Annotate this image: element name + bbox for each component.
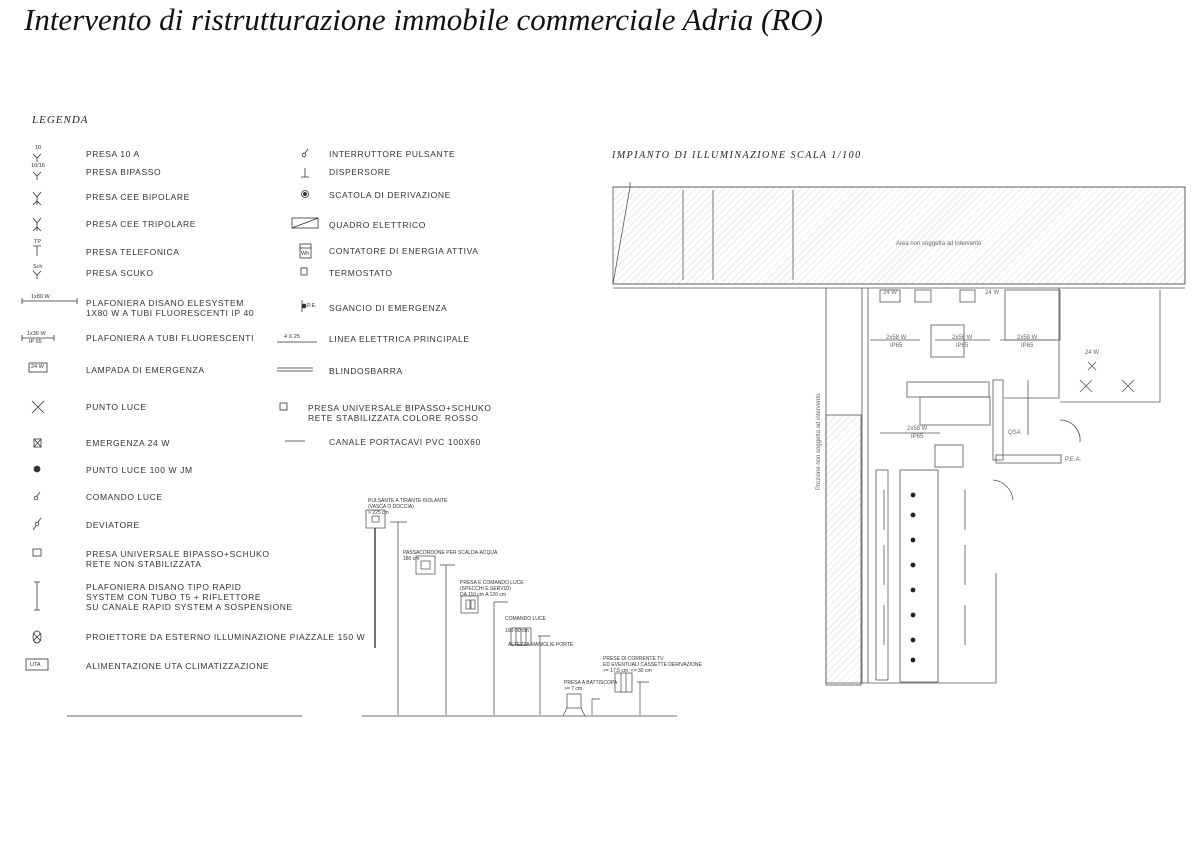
legend-item: DEVIATORE (86, 520, 140, 530)
schuko-socket-text: Sch (33, 264, 43, 270)
legend-item: PRESA UNIVERSALE BIPASSO+SCHUKO RETE NON… (86, 549, 270, 569)
legend-item: CANALE PORTACAVI PVC 100X60 (329, 437, 481, 447)
emergency-lamp-text: 24 W (31, 364, 44, 370)
elevation-label: PRESA E COMANDO LUCE (SPECCHI E SERVIZI)… (460, 580, 524, 598)
legend-item: PRESA UNIVERSALE BIPASSO+SCHUKO RETE STA… (308, 403, 492, 423)
legend-item: PLAFONIERA A TUBI FLUORESCENTI (86, 333, 255, 343)
cee-tripolar-socket-icon (32, 217, 42, 232)
emergency-label: 24 W (1085, 350, 1100, 356)
legend-item: DISPERSORE (329, 167, 391, 177)
elevation-label: PASSACORDONE PER SCALDA-ACQUA 180 cm (403, 550, 498, 562)
main-line-text: 4 X 25 (284, 334, 300, 340)
non-intervention-area (612, 186, 1186, 285)
legend-item: ALIMENTAZIONE UTA CLIMATIZZAZIONE (86, 661, 270, 671)
emergency-release-icon (301, 300, 307, 312)
pea-label: P.E.A. (1065, 457, 1082, 463)
uta-text: UTA (30, 662, 41, 668)
fixture-label: 2x58 W (952, 335, 973, 341)
side-hatch (825, 414, 862, 686)
ground-icon (301, 168, 309, 178)
schuko-socket-icon (32, 270, 42, 279)
energy-meter-icon (299, 243, 312, 259)
legend-item: PUNTO LUCE 100 W JM (86, 465, 193, 475)
fixture-ip: IP65 (890, 343, 903, 349)
electrical-panel-icon (291, 217, 319, 229)
legend-item: PRESA BIPASSO (86, 167, 162, 177)
emergency-lamp-icon (28, 362, 48, 373)
fixture-ip: IP65 (1021, 343, 1034, 349)
legend-item: PRESA 10 A (86, 149, 140, 159)
legend-item: CONTATORE DI ENERGIA ATTIVA (329, 246, 479, 256)
fixture-label: 2x58 W (1017, 335, 1038, 341)
plan-heading: IMPIANTO DI ILLUMINAZIONE SCALA 1/100 (612, 150, 862, 161)
elevation-label: PRESE DI CORRENTE TV ED EVENTUALI CASSET… (603, 656, 702, 674)
emergency-label: 24 W (883, 290, 898, 296)
deviator-icon (32, 517, 42, 531)
fixture-label: 2x58 W (886, 335, 907, 341)
fluorescent-fixture-icon (21, 335, 55, 341)
page-title: Intervento di ristrutturazione immobile … (24, 2, 823, 37)
elevation-label: PULSANTE A TIRANTE ISOLANTE (VASCA O DOC… (368, 498, 448, 516)
panel-label: QSA (1008, 430, 1021, 436)
legend-item: LINEA ELETTRICA PRINCIPALE (329, 334, 470, 344)
light-point-100w-icon (33, 465, 41, 473)
elevation-label: ALTEZZA MANIGLIE PORTE (508, 642, 574, 648)
elevation-label: COMANDO LUCE 100-90 cm (505, 616, 546, 634)
socket-bipasso-text: 10/16 (31, 163, 45, 169)
legend-item: PLAFONIERA DISANO ELESYSTEM 1X80 W A TUB… (86, 298, 255, 318)
elesystem-fixture-icon (21, 298, 78, 304)
uta-icon (25, 658, 49, 671)
rapid-fixture-icon (34, 581, 40, 611)
legend-item: PRESA SCUKO (86, 268, 154, 278)
cee-bipolar-socket-icon (32, 191, 42, 206)
fixture-label: 2x58 W (907, 426, 928, 432)
busbar-icon (277, 367, 313, 372)
emergency-24w-icon (33, 438, 42, 448)
elesystem-fixture-text: 1x80 W (31, 294, 50, 300)
floodlight-icon (32, 630, 42, 644)
legend-item: EMERGENZA 24 W (86, 438, 170, 448)
light-point-icon (31, 400, 45, 414)
energy-meter-text: Wh (301, 251, 310, 257)
legend-item: INTERRUTTORE PULSANTE (329, 149, 456, 159)
fluorescent-fixture-ip-text: IP 65 (29, 339, 42, 345)
legend-item: PLAFONIERA DISANO TIPO RAPID SYSTEM CON … (86, 582, 293, 612)
telephone-socket-icon (33, 245, 41, 256)
legend-item: COMANDO LUCE (86, 492, 163, 502)
telephone-socket-text: TP (34, 239, 42, 245)
legend-heading: LEGENDA (32, 114, 89, 126)
socket-10a-icon (32, 153, 42, 162)
legend-item: BLINDOSBARRA (329, 366, 403, 376)
socket-10a-text: 10 (35, 145, 42, 151)
legend-item: SGANCIO DI EMERGENZA (329, 303, 448, 313)
universal-socket-red-icon (279, 402, 288, 411)
legend-item: PROIETTORE DA ESTERNO ILLUMINAZIONE PIAZ… (86, 632, 366, 642)
legend-item: PRESA CEE BIPOLARE (86, 192, 190, 202)
legend-item: PRESA TELEFONICA (86, 247, 180, 257)
legend-item: PRESA CEE TRIPOLARE (86, 219, 196, 229)
legend-item: LAMPADA DI EMERGENZA (86, 365, 205, 375)
elevation-label: PRESA A BATTISCOPA >= 7 cm (564, 680, 618, 692)
fluorescent-fixture-text: 1x36 W (27, 331, 46, 337)
legend-item: PUNTO LUCE (86, 402, 147, 412)
fixture-ip: IP65 (911, 434, 924, 440)
universal-socket-icon (32, 548, 42, 557)
legend-item: QUADRO ELETTRICO (329, 220, 426, 230)
light-switch-icon (33, 491, 41, 501)
fixture-ip: IP65 (956, 343, 969, 349)
push-switch-icon (301, 148, 309, 158)
junction-box-icon (301, 190, 309, 198)
side-note: Porzione non soggetta ad intervento (816, 393, 822, 490)
emergency-label: 24 W (985, 290, 1000, 296)
legend-item: TERMOSTATO (329, 268, 393, 278)
area-note: Area non soggetta ad intervento (896, 241, 982, 247)
legend-item: SCATOLA DI DERIVAZIONE (329, 190, 451, 200)
thermostat-icon (300, 267, 308, 276)
emergency-release-text: P.E. (307, 303, 317, 309)
socket-bipasso-icon (32, 171, 42, 180)
